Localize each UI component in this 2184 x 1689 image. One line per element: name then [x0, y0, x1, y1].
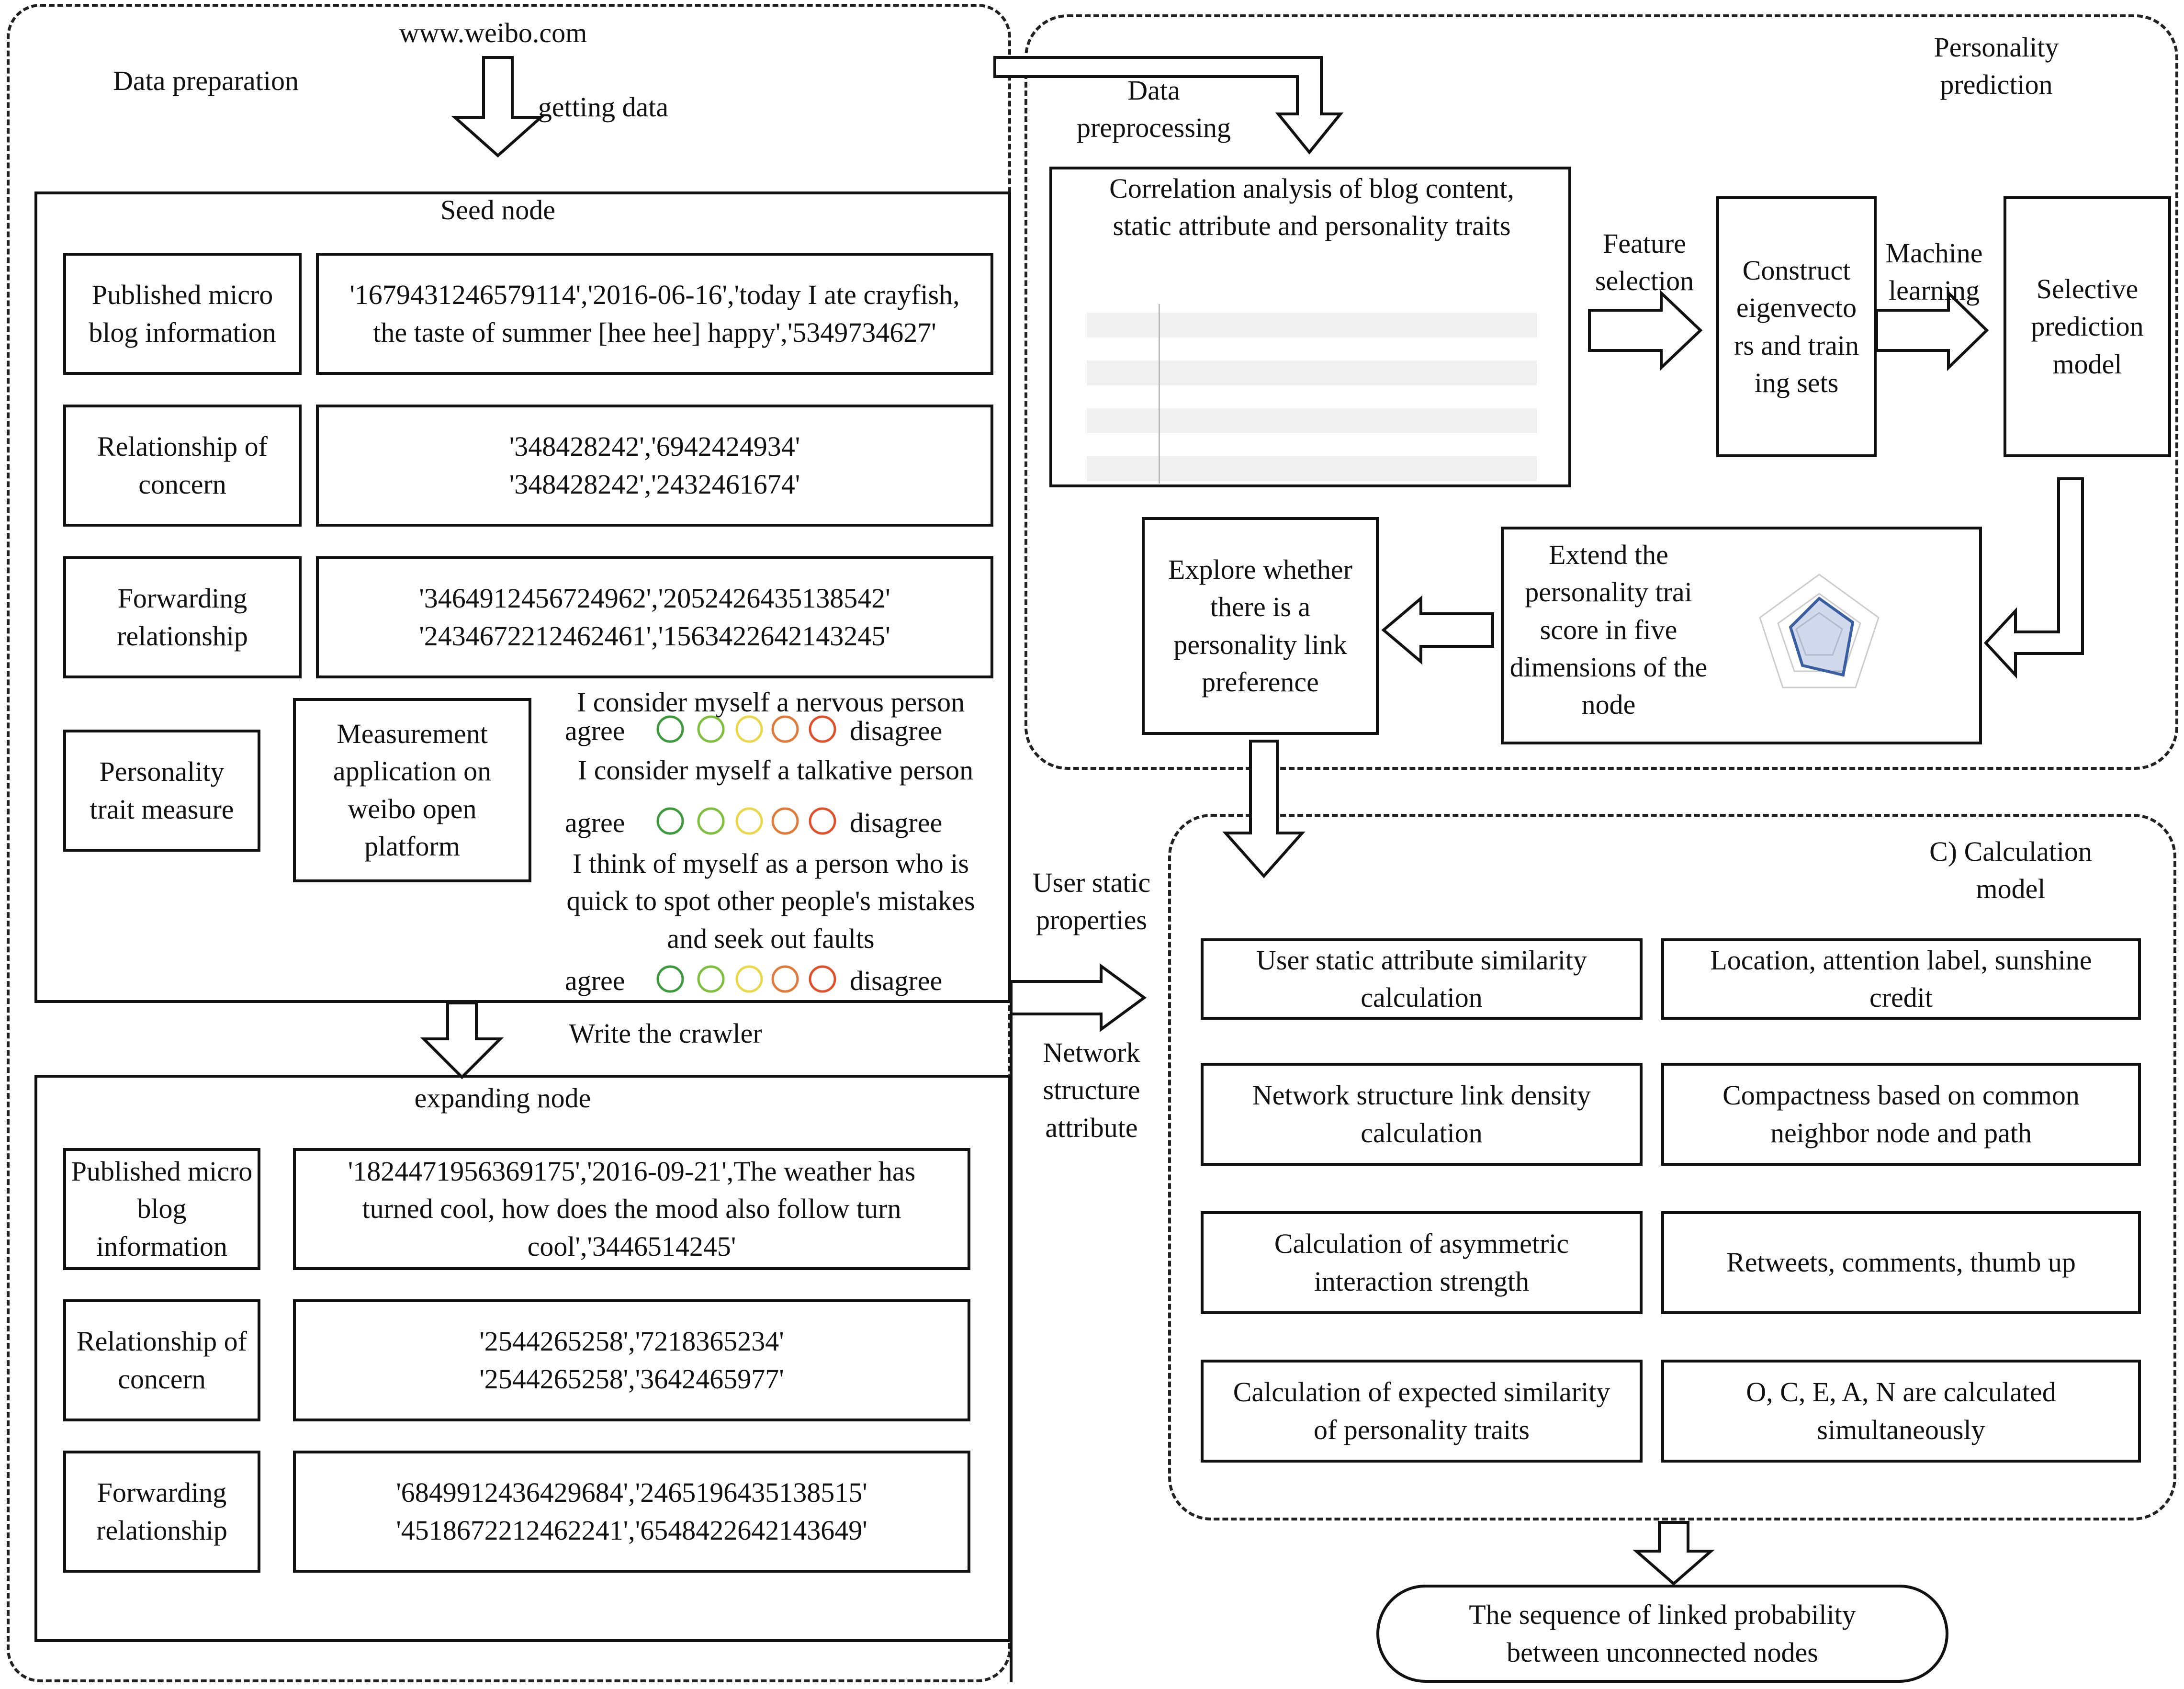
calc-left-1: User static attribute similarity calcula… — [1201, 938, 1643, 1020]
extend-text: Extend the personality trai score in fiv… — [1509, 539, 1708, 721]
expand-value-published: '1824471956369175','2016-09-21',The weat… — [293, 1148, 970, 1270]
likert-option-icon — [735, 965, 763, 993]
likert-option-icon — [771, 807, 799, 835]
seed-label-forwarding: Forwarding relationship — [63, 556, 302, 678]
calc-right-3: Retweets, comments, thumb up — [1661, 1211, 2141, 1314]
seed-value-concern: '348428242','6942424934' '348428242','24… — [316, 405, 993, 527]
calc-left-4: Calculation of expected similarity of pe… — [1201, 1360, 1643, 1463]
disagree-label: disagree — [850, 807, 943, 838]
likert-option-icon — [735, 715, 763, 743]
expand-value-concern: '2544265258','7218365234' '2544265258','… — [293, 1299, 970, 1421]
likert-option-icon — [771, 715, 799, 743]
calc-left-3: Calculation of asymmetric interaction st… — [1201, 1211, 1643, 1314]
data-preparation-title: Data preparation — [113, 65, 299, 96]
arrow-extend-to-explore — [1381, 595, 1494, 665]
radar-chart-icon — [1759, 574, 1880, 688]
correlation-text: Correlation analysis of blog content, st… — [1109, 173, 1514, 242]
expand-label-concern: Relationship of concern — [63, 1299, 260, 1421]
calculation-model-region — [1168, 814, 2176, 1520]
extend-box — [1501, 527, 1982, 744]
seed-value-forwarding: '3464912456724962','2052426435138542' '2… — [316, 556, 993, 678]
data-preprocessing-label: Data preprocessing — [1076, 75, 1231, 144]
likert-option-icon — [697, 715, 725, 743]
correlation-table-image — [1087, 304, 1537, 484]
likert-option-icon — [656, 965, 684, 993]
arrow-feature-selection — [1588, 290, 1703, 371]
calc-right-4: O, C, E, A, N are calculated simultaneou… — [1661, 1360, 2141, 1463]
arrow-getting-data — [451, 56, 545, 158]
arrow-static-properties — [1010, 963, 1147, 1032]
calc-right-2: Compactness based on common neighbor nod… — [1661, 1063, 2141, 1166]
likert-row-3: agree disagree — [565, 962, 996, 996]
arrow-to-preprocessing — [993, 56, 1344, 155]
write-crawler-label: Write the crawler — [569, 1018, 762, 1049]
disagree-label: disagree — [850, 965, 943, 996]
explore-box: Explore whether there is a personality l… — [1142, 517, 1379, 735]
construct-box: Construct eigenvectors and training sets — [1716, 196, 1877, 457]
expanding-node-title: expanding node — [414, 1082, 591, 1114]
arrow-explore-down — [1222, 740, 1306, 878]
expanding-node-box — [34, 1075, 1011, 1642]
network-structure-label: Network structure attribute — [1043, 1037, 1140, 1143]
seed-node-box — [34, 191, 1011, 1003]
likert-option-icon — [809, 807, 836, 835]
user-static-properties-label: User static properties — [1032, 867, 1151, 936]
expand-label-forwarding: Forwarding relationship — [63, 1451, 260, 1573]
likert-option-icon — [656, 715, 684, 743]
personality-prediction-region — [1024, 14, 2178, 770]
output-sequence-box: The sequence of linked probability betwe… — [1376, 1585, 1948, 1683]
seed-label-published: Published micro blog information — [63, 253, 302, 375]
likert-option-icon — [697, 807, 725, 835]
site-url: www.weibo.com — [399, 17, 587, 48]
seed-value-published: '1679431246579114','2016-06-16','today I… — [316, 253, 993, 375]
arrow-output — [1632, 1521, 1715, 1586]
machine-learning-label: Machine learning — [1885, 237, 1983, 306]
arrow-machine-learning — [1875, 289, 1989, 372]
disagree-label: disagree — [850, 715, 943, 746]
expand-value-forwarding: '6849912436429684','2465196435138515' '4… — [293, 1451, 970, 1573]
likert-option-icon — [771, 965, 799, 993]
getting-data-label: getting data — [538, 91, 669, 123]
question-1: I consider myself a nervous person — [576, 687, 965, 718]
question-2: I consider myself a talkative person — [577, 754, 974, 786]
likert-option-icon — [809, 965, 836, 993]
likert-row-2: agree disagree — [565, 804, 996, 838]
selective-model-box: Selective prediction model — [2004, 196, 2171, 457]
feature-selection-label: Feature selection — [1595, 228, 1694, 297]
seed-label-concern: Relationship of concern — [63, 405, 302, 527]
calc-left-2: Network structure link density calculati… — [1201, 1063, 1643, 1166]
measurement-app-box: Measurement application on weibo open pl… — [293, 698, 531, 882]
seed-node-title: Seed node — [440, 194, 555, 225]
likert-option-icon — [809, 715, 836, 743]
personality-trait-label: Personality trait measure — [63, 730, 260, 852]
arrow-write-crawler — [420, 1002, 504, 1080]
likert-option-icon — [656, 807, 684, 835]
agree-label: agree — [565, 715, 625, 746]
agree-label: agree — [565, 807, 625, 838]
likert-row-1: agree disagree — [565, 712, 996, 746]
calculation-model-title: C) Calculation model — [1929, 836, 2092, 905]
likert-option-icon — [697, 965, 725, 993]
expand-label-published: Published micro blog information — [63, 1148, 260, 1270]
arrow-model-to-extend — [1983, 477, 2084, 679]
calc-right-1: Location, attention label, sunshine cred… — [1661, 938, 2141, 1020]
likert-option-icon — [735, 807, 763, 835]
personality-prediction-title: Personality prediction — [1934, 32, 2059, 101]
agree-label: agree — [565, 965, 625, 996]
question-3: I think of myself as a person who is qui… — [566, 848, 975, 954]
